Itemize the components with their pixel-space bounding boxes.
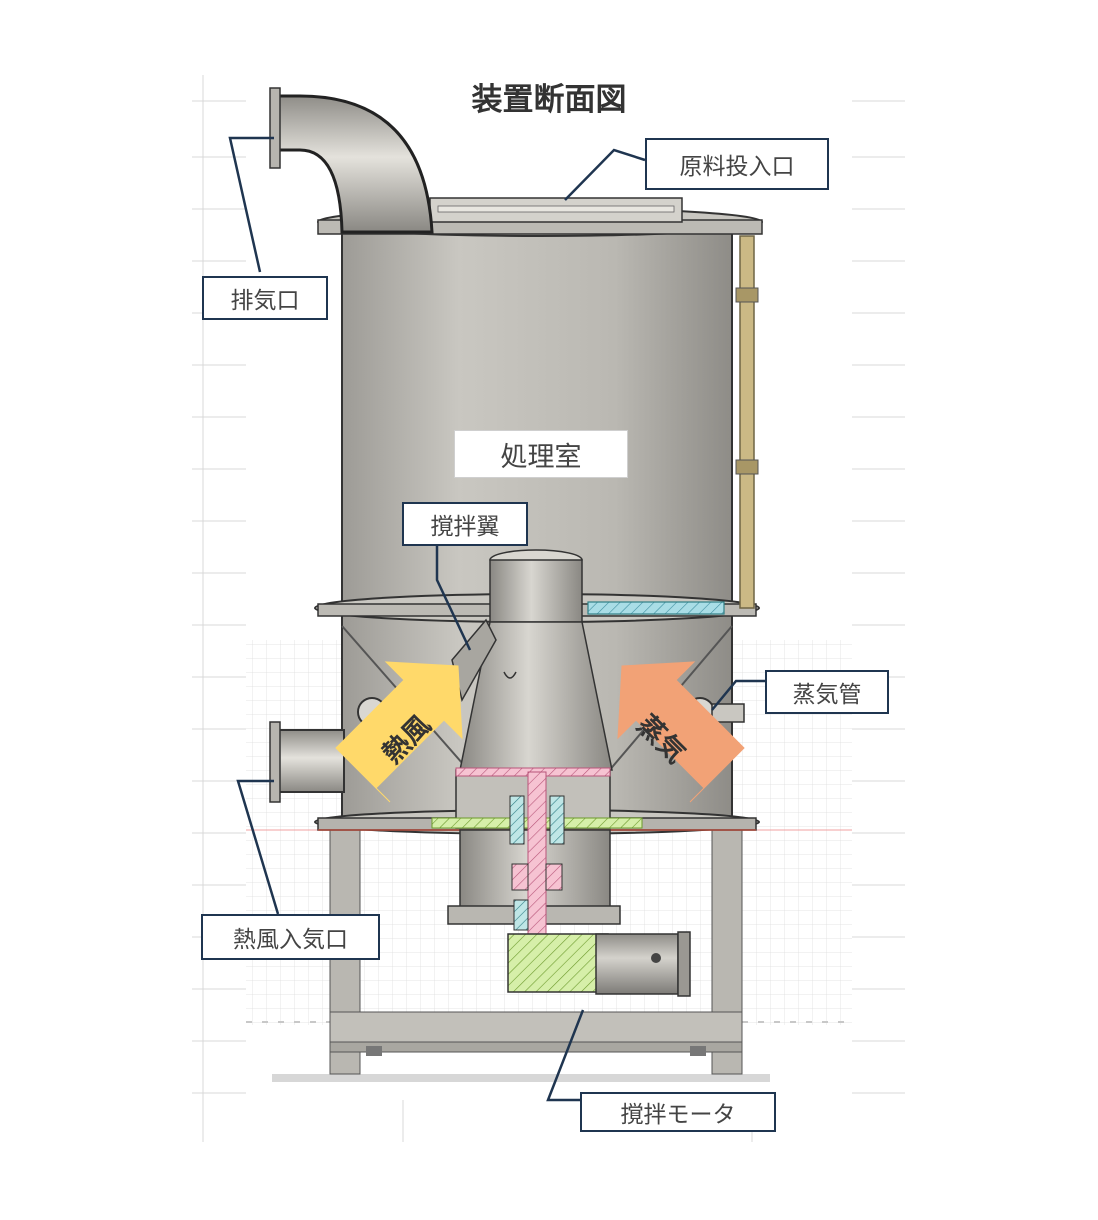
- exhaust-elbow-pipe: [269, 87, 434, 234]
- hatched-shaft-plate: [587, 601, 725, 615]
- diagram-title: 装置断面図: [471, 82, 627, 118]
- label-hot-air-inlet: 熱風入気口: [201, 914, 380, 960]
- drive-shaft-housing: [431, 767, 643, 993]
- stirring-blade-assembly: [451, 549, 613, 771]
- support-frame: [272, 829, 770, 1082]
- sight-gauge-tube: [735, 235, 759, 609]
- leader-lines: [228, 136, 765, 1102]
- hot-air-arrow: [335, 661, 463, 803]
- hot-air-inlet-pipe: [269, 721, 345, 803]
- label-exhaust-outlet: 排気口: [202, 276, 328, 320]
- label-steam-pipe: 蒸気管: [765, 670, 889, 714]
- label-stirring-blade: 撹拌翼: [402, 502, 528, 546]
- steam-arrow: [617, 661, 745, 803]
- label-processing-chamber: 処理室: [454, 430, 628, 478]
- label-material-inlet: 原料投入口: [645, 138, 829, 190]
- stirring-motor-body: [507, 931, 691, 997]
- label-stirring-motor: 撹拌モータ: [580, 1092, 776, 1132]
